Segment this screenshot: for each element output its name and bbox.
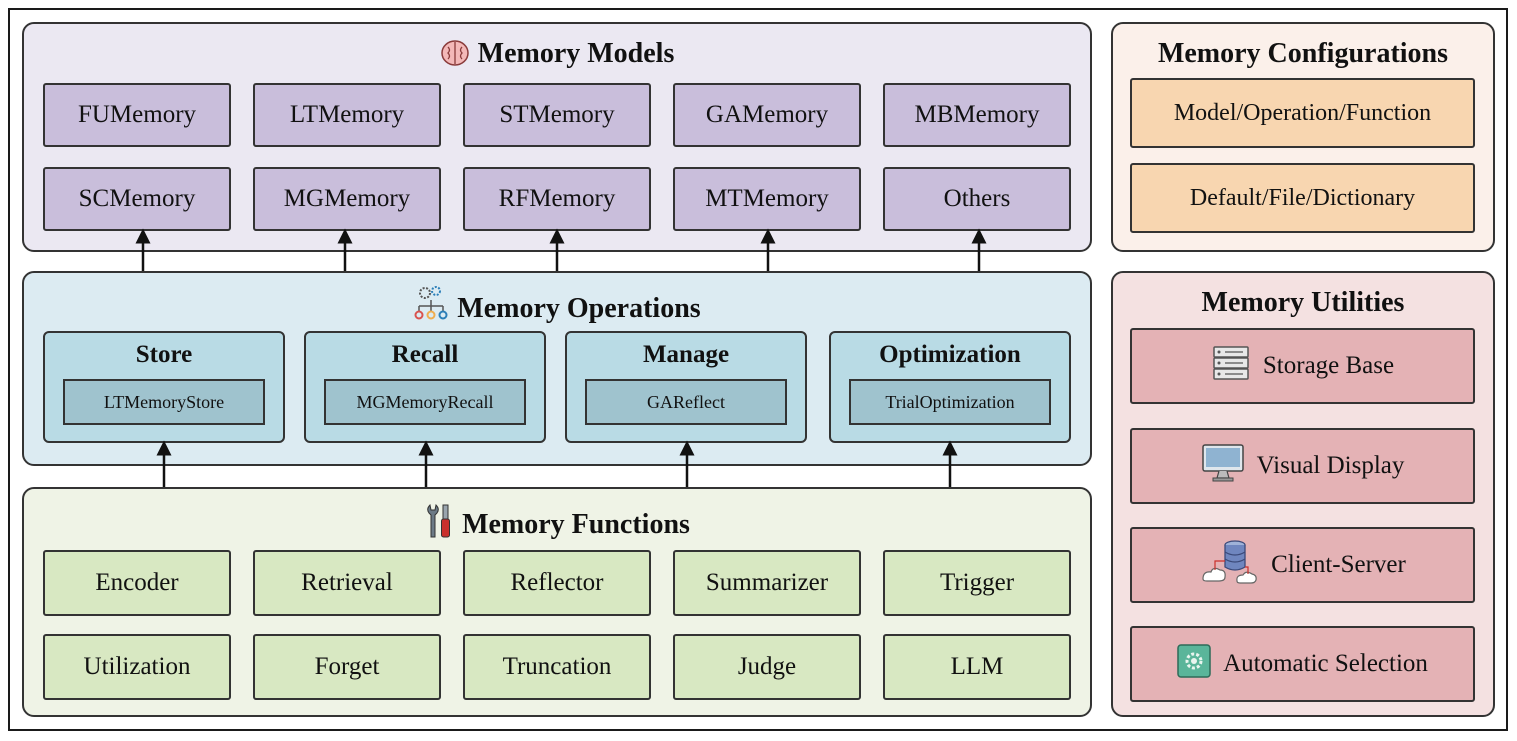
operation-example: GAReflect (585, 379, 787, 425)
utility-storage-base: Storage Base (1130, 328, 1475, 404)
memory-models-title-text: Memory Models (477, 38, 675, 69)
database-cloud-icon (1199, 537, 1271, 594)
utility-client-server: Client-Server (1130, 527, 1475, 603)
brain-icon (440, 38, 478, 69)
model-box: MGMemory (253, 167, 441, 231)
gears-network-icon (413, 286, 457, 324)
model-box: GAMemory (673, 83, 861, 147)
memory-utilities-title: Memory Utilities (1201, 287, 1405, 318)
function-box: Utilization (43, 634, 231, 700)
server-icon (1211, 345, 1263, 388)
function-box: Judge (673, 634, 861, 700)
memory-operations-title: Memory Operations (24, 285, 1090, 325)
memory-operations-title-text: Memory Operations (457, 293, 701, 324)
configuration-box: Model/Operation/Function (1130, 78, 1475, 148)
utility-label: Client-Server (1271, 551, 1406, 578)
function-box: Retrieval (253, 550, 441, 616)
auto-gear-icon (1177, 643, 1223, 685)
utility-automatic-selection: Automatic Selection (1130, 626, 1475, 702)
function-box: Trigger (883, 550, 1071, 616)
model-box: Others (883, 167, 1071, 231)
tools-icon (424, 503, 462, 540)
utility-label: Storage Base (1262, 352, 1395, 379)
function-box: Forget (253, 634, 441, 700)
model-box: FUMemory (43, 83, 231, 147)
function-box: Reflector (463, 550, 651, 616)
operation-recall: Recall MGMemoryRecall (304, 331, 546, 443)
utility-visual-display: Visual Display (1130, 428, 1475, 504)
memory-configurations-title: Memory Configurations (1157, 38, 1449, 69)
operation-example: MGMemoryRecall (324, 379, 526, 425)
utility-label: Automatic Selection (1223, 650, 1428, 677)
memory-functions-title: Memory Functions (24, 503, 1090, 541)
model-box: LTMemory (253, 83, 441, 147)
model-box: RFMemory (463, 167, 651, 231)
function-box: Summarizer (673, 550, 861, 616)
operation-store: Store LTMemoryStore (43, 331, 285, 443)
diagram-frame (8, 8, 1508, 731)
operation-example: LTMemoryStore (63, 379, 265, 425)
operation-name: Manage (642, 341, 730, 368)
monitor-icon (1201, 443, 1257, 490)
model-box: STMemory (463, 83, 651, 147)
operation-name: Store (135, 341, 193, 368)
memory-functions-title-text: Memory Functions (462, 509, 690, 540)
function-box: Encoder (43, 550, 231, 616)
function-box: Truncation (463, 634, 651, 700)
operation-name: Recall (391, 341, 459, 368)
utility-label: Visual Display (1256, 452, 1405, 479)
model-box: SCMemory (43, 167, 231, 231)
configuration-box: Default/File/Dictionary (1130, 163, 1475, 233)
operation-name: Optimization (879, 341, 1021, 368)
model-box: MBMemory (883, 83, 1071, 147)
function-box: LLM (883, 634, 1071, 700)
memory-models-title: Memory Models (24, 38, 1090, 70)
operation-example: TrialOptimization (849, 379, 1051, 425)
